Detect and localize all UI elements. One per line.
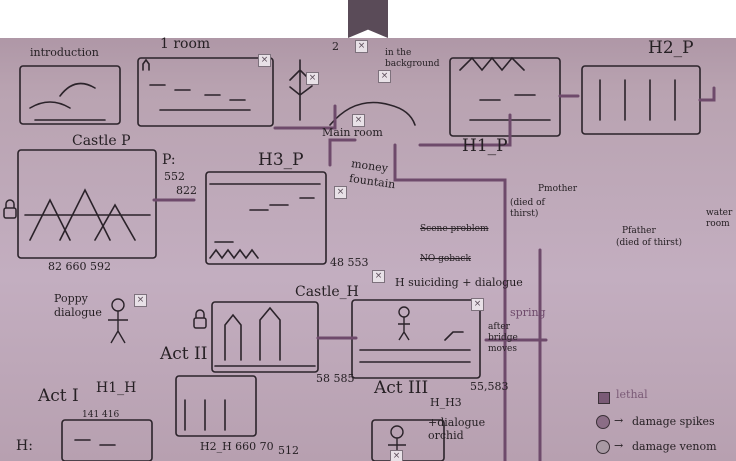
spikes-swatch [596, 415, 610, 429]
label-spring: spring [510, 306, 546, 319]
label-introduction: introduction [30, 46, 99, 59]
label-h3p: H3_P [258, 150, 304, 170]
label-no-goback: NO goback [420, 254, 471, 264]
label-p-nums2: 822 [176, 184, 197, 197]
label-p: P: [162, 152, 176, 168]
close-icon[interactable]: × [258, 54, 271, 67]
legend-arrow-spikes: → [614, 414, 623, 427]
close-icon[interactable]: × [306, 72, 319, 85]
label-room2: 2 [332, 40, 339, 53]
legend-arrow-venom: → [614, 439, 623, 452]
label-h2h: H2_H 660 70 [200, 440, 274, 453]
close-icon[interactable]: × [372, 270, 385, 283]
label-died-thirst2: (died of thirst) [616, 238, 682, 248]
close-icon[interactable]: × [471, 298, 484, 311]
label-after-bridge: after bridge moves [488, 322, 538, 355]
label-dialogue-orchid: +dialogue orchid [428, 416, 498, 442]
close-icon[interactable]: × [134, 294, 147, 307]
label-nums-castle: 82 660 592 [48, 260, 111, 273]
label-room1: 1 room [160, 36, 210, 52]
label-background-note: in the background [385, 48, 445, 70]
label-poppy-dialogue: Poppy dialogue [54, 292, 108, 320]
label-p-nums1: 552 [164, 170, 185, 183]
lethal-swatch [598, 392, 610, 404]
label-scene-problem: Scene problem [420, 224, 489, 234]
venom-swatch [596, 440, 610, 454]
legend-damage-venom: damage venom [632, 440, 717, 453]
label-pmother: Pmother [538, 184, 577, 194]
label-main-room: Main room [322, 126, 383, 139]
label-act2: Act II [160, 344, 207, 364]
label-pfather: Pfather [622, 226, 656, 236]
label-nums-act3: 55,583 [470, 380, 509, 393]
label-died-thirst1: (died of thirst) [510, 198, 560, 220]
close-icon[interactable]: × [378, 70, 391, 83]
close-icon[interactable]: × [334, 186, 347, 199]
close-icon[interactable]: × [352, 114, 365, 127]
label-h2p: H2_P [648, 38, 694, 58]
label-h-colon: H: [16, 438, 33, 454]
label-h1h-nums: 141 416 [82, 410, 119, 420]
label-58: 58 585 [316, 372, 355, 385]
label-h1p: H1_P [462, 136, 508, 156]
label-h-h3: H_H3 [430, 396, 462, 409]
label-castle-h: Castle_H [295, 284, 359, 300]
label-act3: Act III [374, 378, 428, 398]
legend-lethal: lethal [616, 388, 648, 401]
label-h-suiciding: H suiciding + dialogue [395, 276, 523, 289]
label-nums-h3p: 48 553 [330, 256, 369, 269]
legend-damage-spikes: damage spikes [632, 415, 715, 428]
label-castle-p: Castle P [72, 133, 131, 149]
label-512: 512 [278, 444, 299, 457]
label-water-room: water room [706, 208, 736, 230]
close-icon[interactable]: × [355, 40, 368, 53]
label-h1h: H1_H [96, 380, 136, 396]
label-act1: Act I [38, 386, 79, 406]
close-icon[interactable]: × [390, 450, 403, 461]
